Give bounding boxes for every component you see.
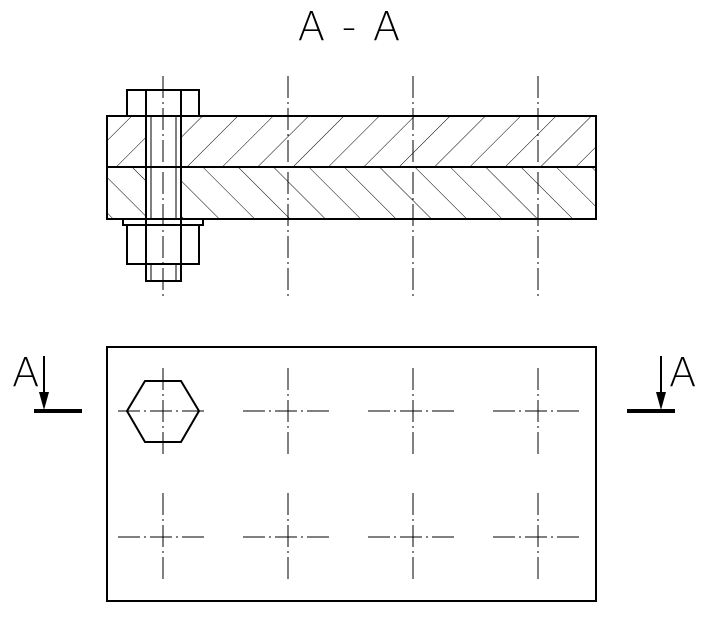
plan-view xyxy=(106,346,597,602)
section-marker-right: A xyxy=(627,350,696,413)
section-arrow-right-head xyxy=(656,392,666,410)
section-arrow-left-head xyxy=(39,392,49,410)
lower-plate-hatch xyxy=(107,167,596,219)
upper-plate-hatch xyxy=(107,116,596,167)
section-view xyxy=(106,76,597,300)
section-title: A - A xyxy=(298,4,403,50)
plate-outline-plan xyxy=(106,346,597,602)
section-marker-left: A xyxy=(12,350,82,413)
section-marker-right-label: A xyxy=(669,350,696,396)
section-marker-left-label: A xyxy=(12,350,39,396)
